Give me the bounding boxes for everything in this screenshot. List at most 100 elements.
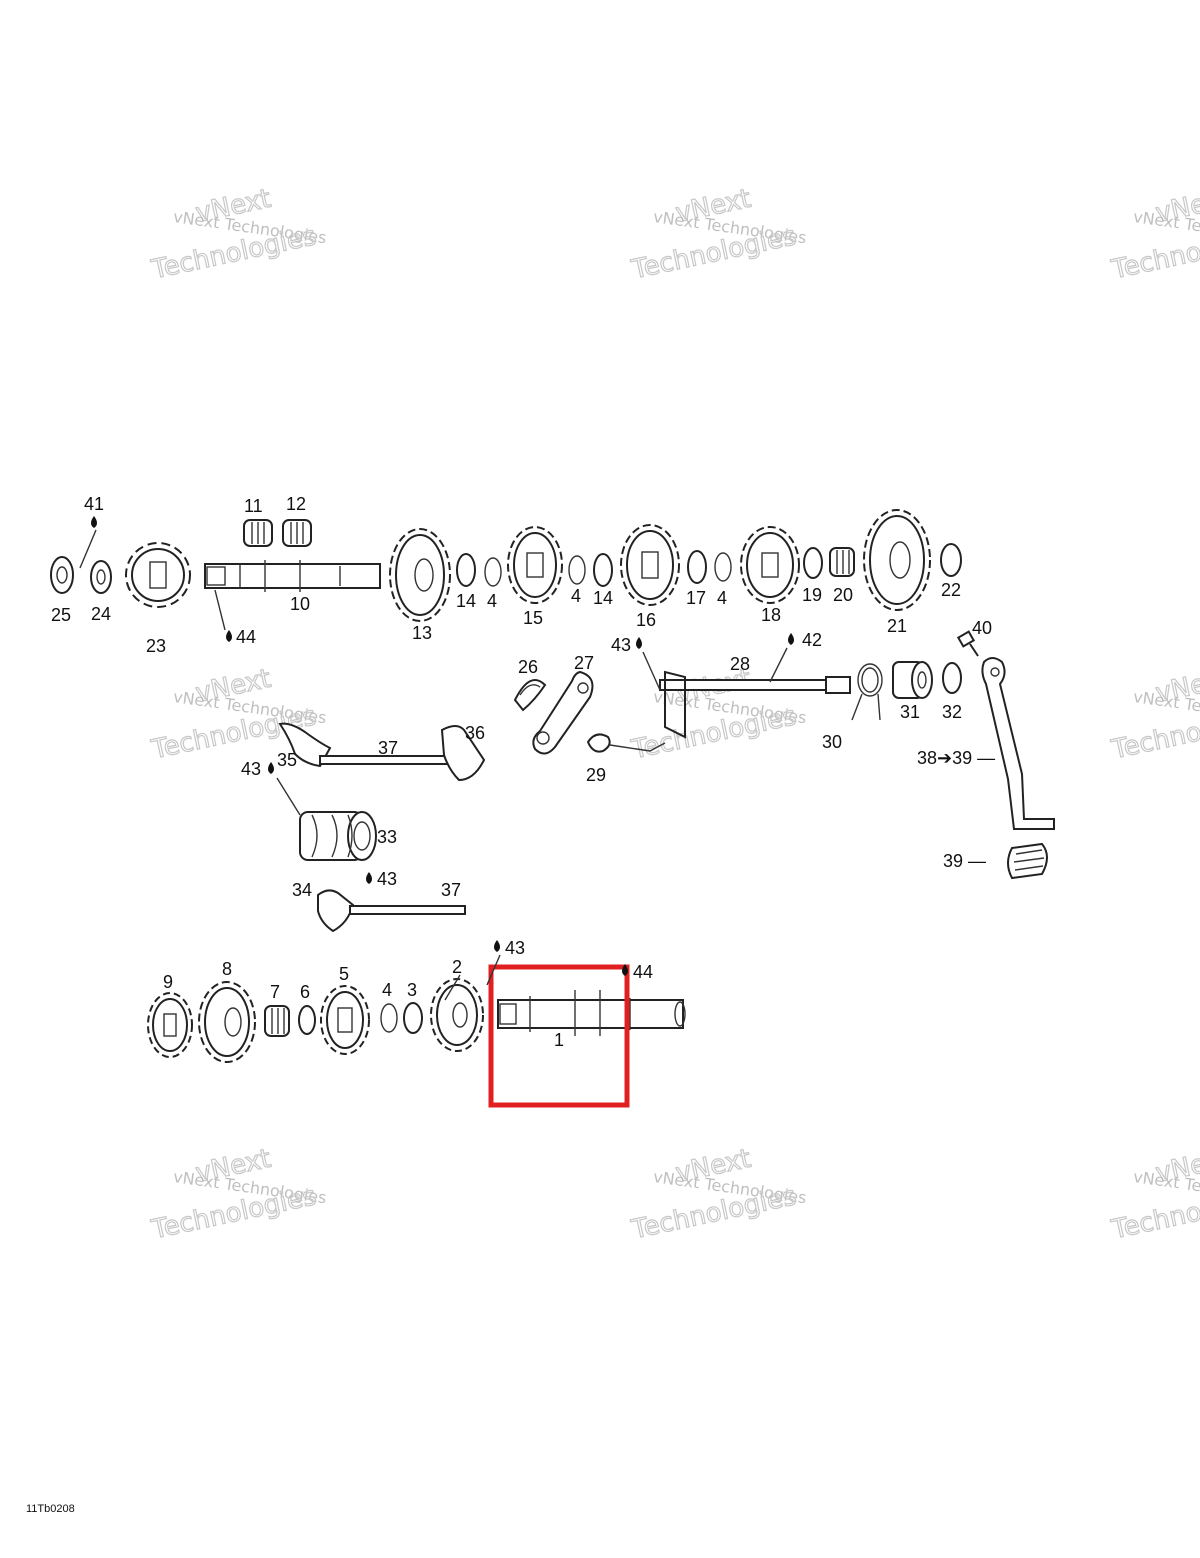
part-40-bolt[interactable] bbox=[956, 630, 979, 657]
label-25: 25 bbox=[51, 605, 71, 625]
part-30-spring[interactable] bbox=[851, 663, 883, 721]
label-32: 32 bbox=[942, 702, 962, 722]
part-20-needle-bearing[interactable] bbox=[829, 547, 855, 577]
label-33: 33 bbox=[377, 827, 397, 847]
part-4-circlip-b[interactable] bbox=[568, 555, 586, 585]
oil-drop-icons bbox=[91, 516, 794, 976]
label-8: 8 bbox=[222, 959, 232, 979]
part-34-shift-fork[interactable] bbox=[317, 889, 355, 933]
label-11: 11 bbox=[244, 496, 263, 516]
part-36-shift-fork[interactable] bbox=[440, 725, 486, 782]
label-5: 5 bbox=[339, 964, 349, 984]
part-28-shift-shaft[interactable] bbox=[659, 670, 851, 739]
part-23-sprocket[interactable] bbox=[125, 542, 191, 608]
part-13-gear[interactable] bbox=[389, 528, 451, 622]
part-24-washer[interactable] bbox=[90, 560, 112, 594]
label-44b: 44 bbox=[633, 962, 653, 982]
part-6-washer[interactable] bbox=[298, 1005, 316, 1035]
label-14b: 14 bbox=[593, 588, 613, 608]
part-35-shift-fork[interactable] bbox=[278, 722, 332, 768]
oil-drop-icon bbox=[366, 872, 372, 884]
part-11-needle-bearing[interactable] bbox=[243, 519, 273, 547]
part-5-gear[interactable] bbox=[320, 985, 370, 1055]
label-1: 1 bbox=[554, 1030, 564, 1050]
part-9-gear[interactable] bbox=[147, 992, 193, 1058]
oil-drop-icon bbox=[91, 516, 97, 528]
part-18-gear[interactable] bbox=[740, 526, 800, 604]
leader-lines bbox=[79, 529, 788, 1001]
label-27: 27 bbox=[574, 653, 594, 673]
part-37-fork-rod-b[interactable] bbox=[349, 905, 466, 915]
oil-drop-icon bbox=[788, 633, 794, 645]
label-10: 10 bbox=[290, 594, 310, 614]
label-43d: 43 bbox=[505, 938, 525, 958]
label-4b: 4 bbox=[571, 586, 581, 606]
part-10-countershaft[interactable] bbox=[204, 560, 381, 592]
label-4: 4 bbox=[487, 591, 497, 611]
part-21-gear[interactable] bbox=[863, 509, 931, 611]
part-4-circlip-c[interactable] bbox=[714, 552, 732, 582]
label-16: 16 bbox=[636, 610, 656, 630]
part-7-needle-bearing[interactable] bbox=[264, 1005, 290, 1037]
label-43b: 43 bbox=[241, 759, 261, 779]
part-38-shift-pedal[interactable] bbox=[981, 657, 1055, 830]
part-15-gear[interactable] bbox=[507, 526, 563, 604]
oil-drop-icon bbox=[494, 940, 500, 952]
part-25-nut[interactable] bbox=[50, 556, 74, 594]
label-41: 41 bbox=[84, 494, 104, 514]
label-14: 14 bbox=[456, 591, 476, 611]
part-39-pedal-rubber[interactable] bbox=[1007, 842, 1048, 880]
label-4d: 4 bbox=[382, 980, 392, 1000]
label-9: 9 bbox=[163, 972, 173, 992]
part-19-washer[interactable] bbox=[803, 547, 823, 579]
part-33-shift-drum[interactable] bbox=[299, 811, 377, 861]
part-8-gear[interactable] bbox=[198, 981, 256, 1063]
part-26-spring[interactable] bbox=[513, 679, 547, 712]
shift-mechanism bbox=[278, 630, 1055, 933]
label-28: 28 bbox=[730, 654, 750, 674]
watermark-bottom-left: vNext vNext Technologies Technologies bbox=[148, 1143, 328, 1246]
label-38-39: 38➔39 — bbox=[917, 748, 995, 768]
part-1-mainshaft[interactable] bbox=[497, 990, 686, 1036]
label-18: 18 bbox=[761, 605, 781, 625]
countershaft-assembly bbox=[50, 509, 962, 622]
part-4-circlip-d[interactable] bbox=[380, 1003, 398, 1033]
label-35: 35 bbox=[277, 750, 297, 770]
label-21: 21 bbox=[887, 616, 907, 636]
part-12-needle-bearing[interactable] bbox=[282, 519, 312, 547]
label-39: 39 — bbox=[943, 851, 986, 871]
part-32-washer[interactable] bbox=[942, 662, 962, 694]
part-29-pawl[interactable] bbox=[586, 733, 666, 753]
label-36: 36 bbox=[465, 723, 485, 743]
oil-drop-icon bbox=[226, 630, 232, 642]
highlight-box bbox=[488, 964, 630, 1108]
label-43c: 43 bbox=[377, 869, 397, 889]
part-14-washer[interactable] bbox=[456, 553, 476, 587]
part-4-circlip[interactable] bbox=[484, 557, 502, 587]
part-27-lever[interactable] bbox=[532, 670, 594, 755]
label-12: 12 bbox=[286, 494, 306, 514]
watermark-top-center: vNext vNext Technologies Technologies bbox=[628, 183, 808, 286]
part-17-washer[interactable] bbox=[687, 550, 707, 584]
label-44: 44 bbox=[236, 627, 256, 647]
part-3-washer[interactable] bbox=[403, 1002, 423, 1034]
part-2-gear[interactable] bbox=[430, 978, 484, 1052]
label-30: 30 bbox=[822, 732, 842, 752]
label-3: 3 bbox=[407, 980, 417, 1000]
label-7: 7 bbox=[270, 982, 280, 1002]
label-22: 22 bbox=[941, 580, 961, 600]
part-14-washer-b[interactable] bbox=[593, 553, 613, 587]
part-22-washer[interactable] bbox=[940, 543, 962, 577]
label-23: 23 bbox=[146, 636, 166, 656]
oil-drop-icon bbox=[268, 762, 274, 774]
label-40: 40 bbox=[972, 618, 992, 638]
label-26: 26 bbox=[518, 657, 538, 677]
part-31-bushing[interactable] bbox=[892, 661, 933, 699]
label-34: 34 bbox=[292, 880, 312, 900]
mainshaft-assembly bbox=[147, 964, 686, 1108]
label-13: 13 bbox=[412, 623, 432, 643]
oil-drop-icon bbox=[622, 964, 628, 976]
part-16-gear[interactable] bbox=[620, 524, 680, 606]
label-6: 6 bbox=[300, 982, 310, 1002]
